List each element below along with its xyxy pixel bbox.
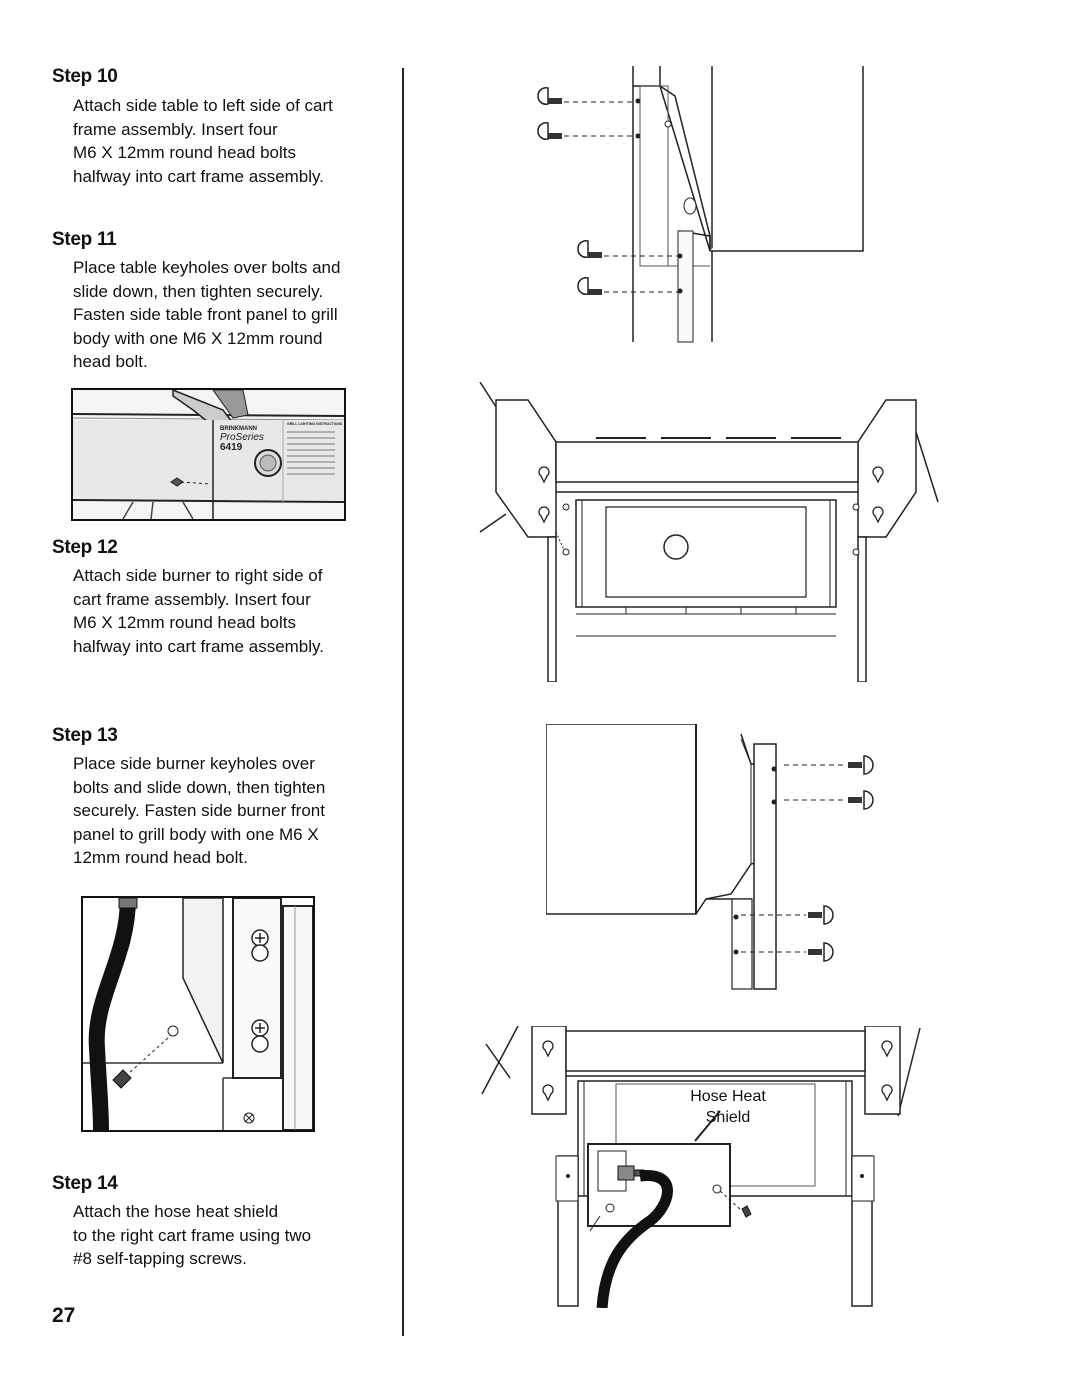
step-14-line: Attach the hose heat shield	[73, 1202, 279, 1221]
step-13-line: 12mm round head bolt.	[73, 848, 248, 867]
step-11-line: body with one M6 X 12mm round	[73, 328, 323, 348]
figure-step-11	[479, 382, 939, 682]
step-11-line: Place table keyholes over bolts and	[73, 258, 341, 277]
figure-step-14	[481, 1026, 921, 1308]
step-11-line: head bolt.	[73, 352, 148, 371]
step-12-instructions: Attach side burner to right side of cart…	[73, 564, 373, 658]
step-12-line: Attach side burner to right side of	[73, 566, 323, 585]
step-14-line: to the right cart frame using two	[73, 1225, 312, 1245]
step-11-line: slide down, then tighten securely.	[73, 281, 324, 301]
hose	[88, 898, 136, 1130]
hose-heat-shield-label: Hose Heat Shield	[672, 1086, 784, 1128]
step-13-instructions: Place side burner keyholes over bolts an…	[73, 752, 373, 870]
figure-step-10	[537, 66, 864, 343]
keyhole-icon	[542, 1040, 893, 1102]
step-12-title: Step 12	[52, 537, 118, 558]
step-14-title: Step 14	[52, 1173, 118, 1194]
figure-step-12	[546, 724, 874, 990]
side-burner-photo	[81, 896, 315, 1132]
bolt-icon	[577, 277, 602, 295]
step-13-line: panel to grill body with one M6 X	[73, 824, 319, 844]
hose-heat-shield-label-line: Hose Heat	[690, 1088, 766, 1105]
keyhole-icon	[538, 466, 884, 524]
model-text: 6419	[220, 442, 243, 453]
hose-heat-shield-label-line: Shield	[705, 1109, 751, 1126]
step-10-title: Step 10	[52, 66, 118, 87]
bolt-icon	[848, 790, 874, 810]
screw-icon	[741, 1205, 752, 1218]
step-13-line: bolts and slide down, then tighten	[73, 777, 326, 797]
step-13-line: securely. Fasten side burner front	[73, 801, 325, 820]
step-10-line: frame assembly. Insert four	[73, 119, 278, 139]
column-divider	[402, 68, 404, 1336]
step-10-line: Attach side table to left side of cart	[73, 96, 333, 115]
step-11-instructions: Place table keyholes over bolts and slid…	[73, 256, 373, 374]
control-panel-illustration: BRINKMANN ProSeries 6419 GRILL LIGHTING …	[73, 390, 344, 519]
bolt-icon	[808, 905, 834, 925]
bolt-icon	[112, 1069, 132, 1089]
step-13-line: Place side burner keyholes over	[73, 754, 315, 773]
side-burner-illustration	[83, 898, 313, 1130]
bolt-icon	[808, 942, 834, 962]
step-11-line: Fasten side table front panel to grill	[73, 305, 338, 324]
step-10-line: M6 X 12mm round head bolts	[73, 143, 297, 162]
hose	[596, 1170, 673, 1308]
step-10-instructions: Attach side table to left side of cart f…	[73, 94, 373, 188]
step-14-instructions: Attach the hose heat shield to the right…	[73, 1200, 373, 1271]
bolt-icon	[537, 122, 562, 140]
page-number: 27	[52, 1304, 76, 1327]
step-12-line: M6 X 12mm round head bolts	[73, 613, 297, 632]
step-14-line: #8 self-tapping screws.	[73, 1249, 247, 1268]
series-text: ProSeries	[220, 432, 264, 443]
step-11-title: Step 11	[52, 229, 117, 250]
bolt-icon	[848, 755, 874, 775]
instructions-heading: GRILL LIGHTING INSTRUCTIONS	[287, 422, 343, 426]
control-panel-photo: BRINKMANN ProSeries 6419 GRILL LIGHTING …	[71, 388, 346, 521]
step-12-line: cart frame assembly. Insert four	[73, 589, 311, 609]
step-12-line: halfway into cart frame assembly.	[73, 636, 324, 656]
step-10-line: halfway into cart frame assembly.	[73, 166, 324, 186]
bolt-icon	[577, 240, 602, 258]
brand-text: BRINKMANN	[220, 426, 257, 432]
bolt-icon	[537, 87, 562, 105]
step-13-title: Step 13	[52, 725, 118, 746]
